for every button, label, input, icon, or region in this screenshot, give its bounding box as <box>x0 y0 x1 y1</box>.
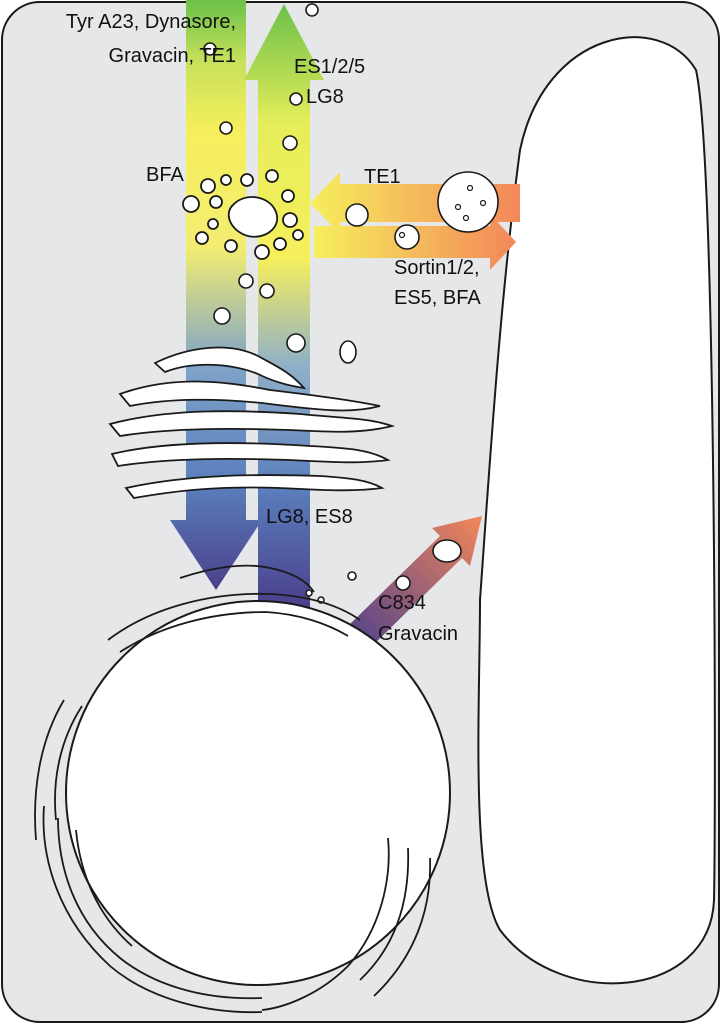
label-lg8-es8: LG8, ES8 <box>266 506 353 528</box>
golgi-stack <box>108 346 396 499</box>
label-bfa: BFA <box>146 164 184 186</box>
label-es125-line1: ES1/2/5 <box>294 56 365 78</box>
vesicle-cargo-dots <box>398 184 487 239</box>
label-sortin-line1: Sortin1/2, <box>394 257 480 279</box>
vacuole <box>477 36 716 985</box>
bfa-compartment <box>182 169 304 260</box>
endoplasmic-reticulum <box>34 564 432 1014</box>
label-es125-line2: LG8 <box>306 86 344 108</box>
label-inhibitors-line1: Tyr A23, Dynasore, <box>66 11 236 33</box>
label-te1: TE1 <box>364 166 401 188</box>
label-c834-line1: C834 <box>378 592 426 614</box>
label-sortin-line2: ES5, BFA <box>394 287 481 309</box>
nucleus <box>65 600 451 986</box>
label-inhibitors-line2: Gravacin, TE1 <box>109 45 236 67</box>
label-c834-line2: Gravacin <box>378 623 458 645</box>
vesicles <box>203 3 499 604</box>
